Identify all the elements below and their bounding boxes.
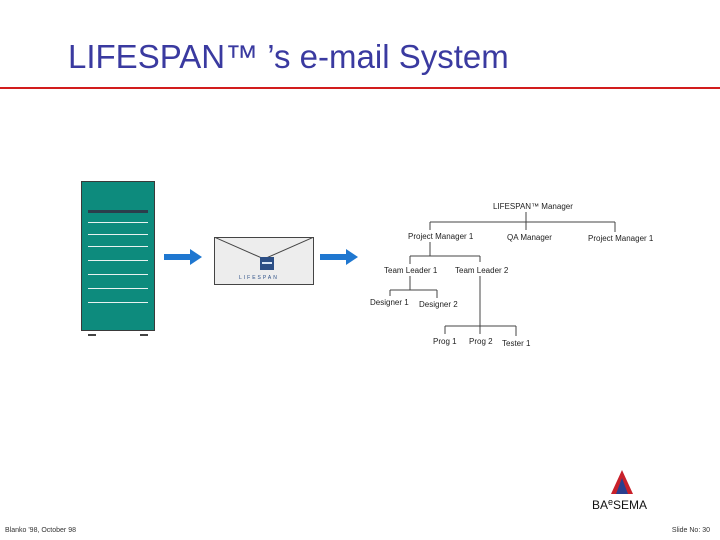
org-node-worker: Prog 2: [469, 337, 493, 346]
server-slot: [88, 260, 148, 261]
server-slot: [88, 234, 148, 235]
server-icon: [81, 181, 155, 331]
envelope-logo-text: LIFESPAN: [239, 275, 279, 281]
brand-name: BAeSEMA: [592, 497, 647, 512]
server-slot: [88, 246, 148, 247]
arrow-right-icon: [164, 254, 192, 260]
brand-super: e: [608, 497, 614, 507]
server-drive-bay: [88, 210, 148, 213]
org-node-project-manager: Project Manager 1: [408, 232, 474, 241]
org-node-worker: Tester 1: [502, 339, 531, 348]
arrow-head: [346, 249, 358, 265]
envelope-icon: LIFESPAN: [214, 237, 314, 285]
footer-date: Blanko '98, October 98: [5, 527, 76, 534]
org-node-worker: Prog 1: [433, 337, 457, 346]
server-slot: [88, 222, 148, 223]
org-node-team-leader: Team Leader 2: [455, 266, 509, 275]
title-divider: [0, 87, 720, 89]
server-foot: [88, 334, 96, 336]
org-node-root: LIFESPAN™ Manager: [493, 202, 573, 211]
page-title: LIFESPAN™ ’s e-mail System: [68, 38, 509, 75]
arrow-right-icon: [320, 254, 348, 260]
server-foot: [140, 334, 148, 336]
baesema-logo-icon: [611, 470, 633, 494]
org-node-team-leader: Team Leader 1: [384, 266, 438, 275]
org-node-project-manager: Project Manager 1: [588, 234, 654, 243]
envelope-logo-icon: [260, 257, 274, 270]
server-slot: [88, 274, 148, 275]
org-node-qa-manager: QA Manager: [507, 233, 552, 242]
server-slot: [88, 302, 148, 303]
server-slot: [88, 288, 148, 289]
arrow-head: [190, 249, 202, 265]
org-node-designer: Designer 1: [370, 298, 409, 307]
slide-number: Slide No: 30: [671, 527, 710, 534]
org-node-designer: Designer 2: [419, 300, 458, 309]
brand-prefix: BA: [592, 498, 609, 512]
brand-suffix: SEMA: [613, 498, 648, 512]
